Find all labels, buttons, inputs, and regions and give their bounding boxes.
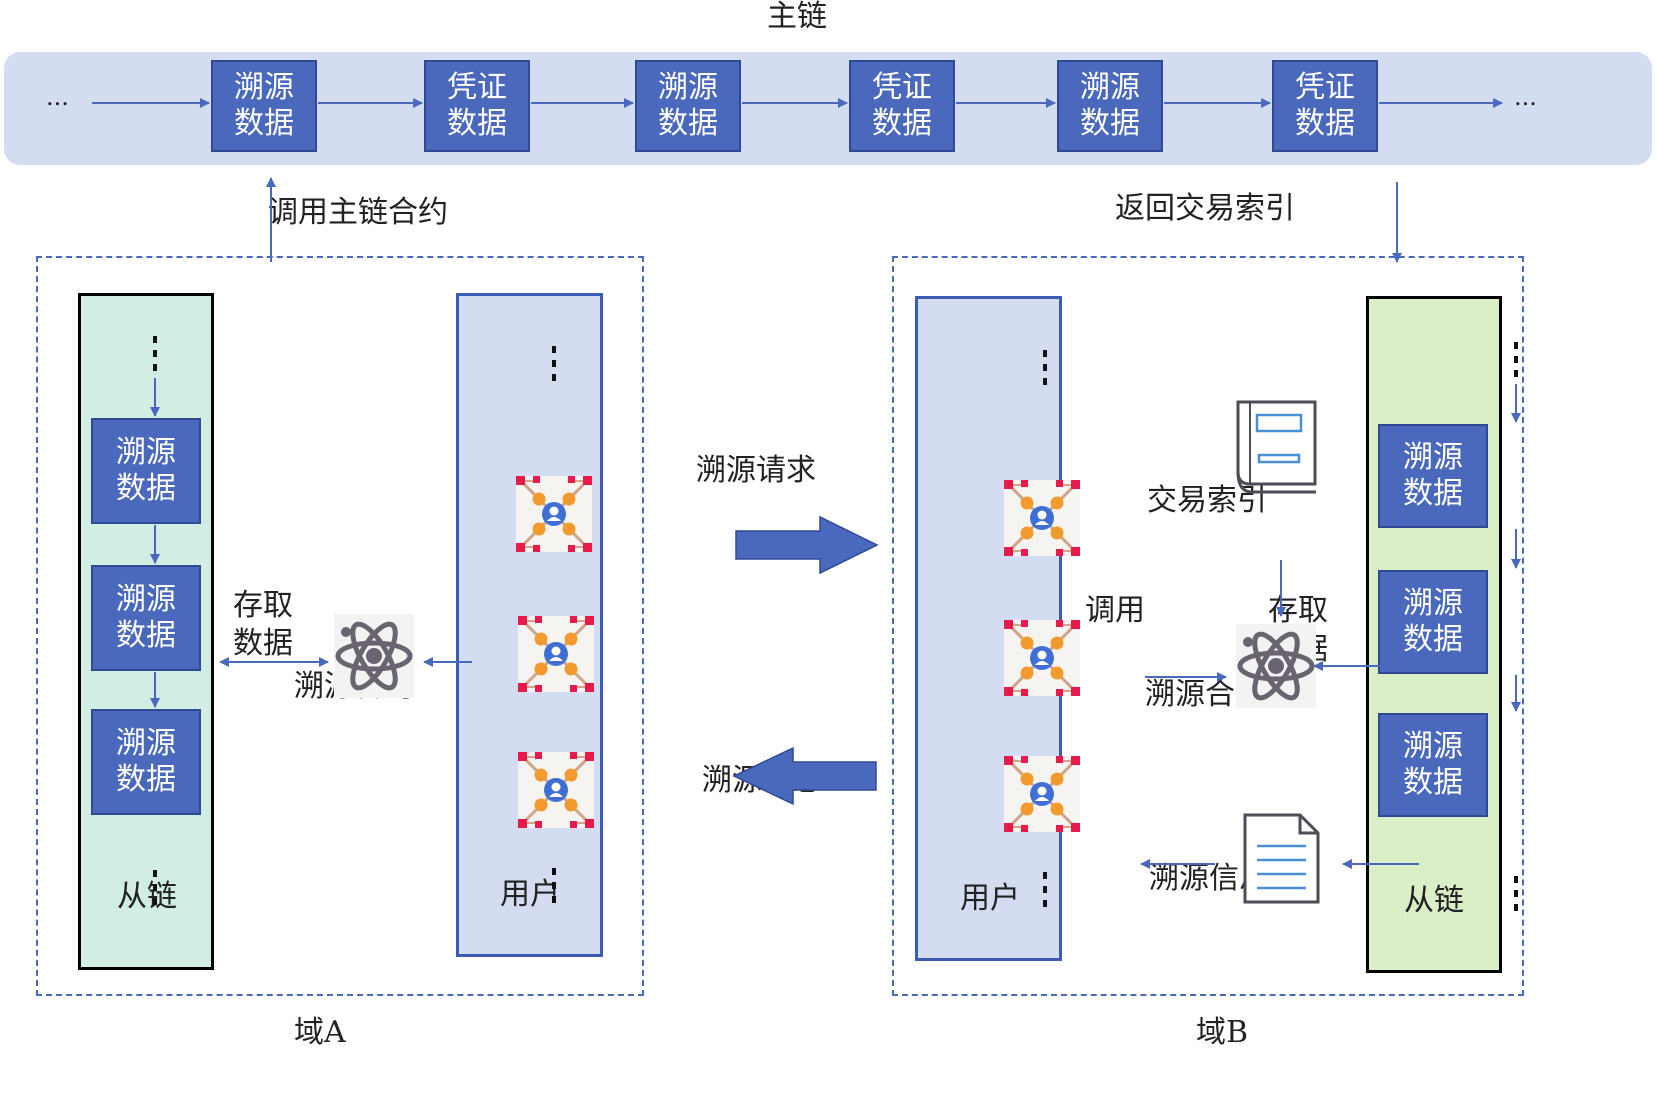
- main-chain-block: 凭证 数据: [424, 60, 530, 152]
- main-chain-block: 凭证 数据: [1272, 60, 1378, 152]
- domain-b-box: [892, 256, 1524, 996]
- domain-a-user-dots: [552, 346, 556, 903]
- block-text: 溯源: [1080, 70, 1140, 105]
- main-chain-block: 溯源 数据: [635, 60, 741, 152]
- user-network-icon: [1002, 618, 1082, 698]
- return-tx-index-label: 返回交易索引: [1115, 191, 1295, 226]
- main-chain-block: 凭证 数据: [849, 60, 955, 152]
- user-network-icon: [516, 614, 596, 694]
- domain-a-label: 域A: [294, 1015, 346, 1050]
- domain-a-box: [36, 256, 644, 996]
- block-text: 溯源: [116, 582, 176, 617]
- atom-contract-icon: [334, 614, 414, 698]
- main-chain-title: 主链: [767, 0, 827, 34]
- atom-contract-icon: [1236, 624, 1316, 708]
- domain-b-user-label: 用户: [960, 881, 1020, 916]
- block-text: 数据: [234, 106, 294, 141]
- block-text: 凭证: [1295, 70, 1355, 105]
- block-text: 溯源: [1403, 586, 1463, 621]
- side-chain-block: 溯源 数据: [91, 565, 201, 671]
- block-text: 数据: [1403, 476, 1463, 511]
- block-text: 数据: [1403, 765, 1463, 800]
- domain-a-side-chain-label: 从链: [117, 879, 177, 914]
- user-network-icon: [516, 750, 596, 830]
- block-text: 数据: [1403, 622, 1463, 657]
- main-chain-block: 溯源 数据: [1057, 60, 1163, 152]
- domain-a-access-label-1: 存取: [233, 588, 293, 623]
- trace-info-big-arrow: [732, 746, 877, 806]
- domain-b-label: 域B: [1196, 1015, 1249, 1050]
- user-network-icon: [514, 474, 594, 554]
- block-text: 溯源: [658, 70, 718, 105]
- side-chain-block: 溯源 数据: [91, 418, 201, 524]
- domain-a-side-chain-dots: [153, 336, 157, 905]
- block-text: 溯源: [1403, 729, 1463, 764]
- main-chain-ellipsis-right: ...: [1514, 83, 1537, 111]
- block-text: 数据: [116, 471, 176, 506]
- block-text: 数据: [1295, 106, 1355, 141]
- block-text: 溯源: [116, 726, 176, 761]
- domain-b-side-chain-label: 从链: [1404, 883, 1464, 918]
- trace-request-big-arrow: [735, 515, 879, 575]
- block-text: 数据: [658, 106, 718, 141]
- main-chain-block: 溯源 数据: [211, 60, 317, 152]
- block-text: 凭证: [872, 70, 932, 105]
- block-text: 数据: [872, 106, 932, 141]
- book-icon: [1236, 400, 1317, 494]
- domain-b-side-chain-dots: [1514, 342, 1518, 911]
- side-chain-block: 溯源 数据: [1378, 713, 1488, 817]
- user-network-icon: [1002, 478, 1082, 558]
- document-icon: [1243, 813, 1320, 904]
- domain-b-call-label: 调用: [1085, 593, 1145, 628]
- user-network-icon: [1002, 754, 1082, 834]
- domain-b-user-dots: [1043, 350, 1047, 907]
- block-text: 溯源: [234, 70, 294, 105]
- domain-a-user-label: 用户: [500, 877, 560, 912]
- block-text: 溯源: [116, 435, 176, 470]
- block-text: 数据: [116, 762, 176, 797]
- main-chain-ellipsis-left: ...: [46, 83, 69, 111]
- block-text: 数据: [1080, 106, 1140, 141]
- side-chain-block: 溯源 数据: [1378, 570, 1488, 674]
- block-text: 溯源: [1403, 440, 1463, 475]
- domain-b-tx-index-label: 交易索引: [1147, 483, 1267, 518]
- side-chain-block: 溯源 数据: [91, 709, 201, 815]
- block-text: 数据: [116, 618, 176, 653]
- trace-request-label: 溯源请求: [696, 453, 816, 488]
- side-chain-block: 溯源 数据: [1378, 424, 1488, 528]
- call-main-contract-label: 调用主链合约: [268, 195, 448, 230]
- block-text: 凭证: [447, 70, 507, 105]
- block-text: 数据: [447, 106, 507, 141]
- domain-a-access-label-2: 数据: [233, 626, 293, 661]
